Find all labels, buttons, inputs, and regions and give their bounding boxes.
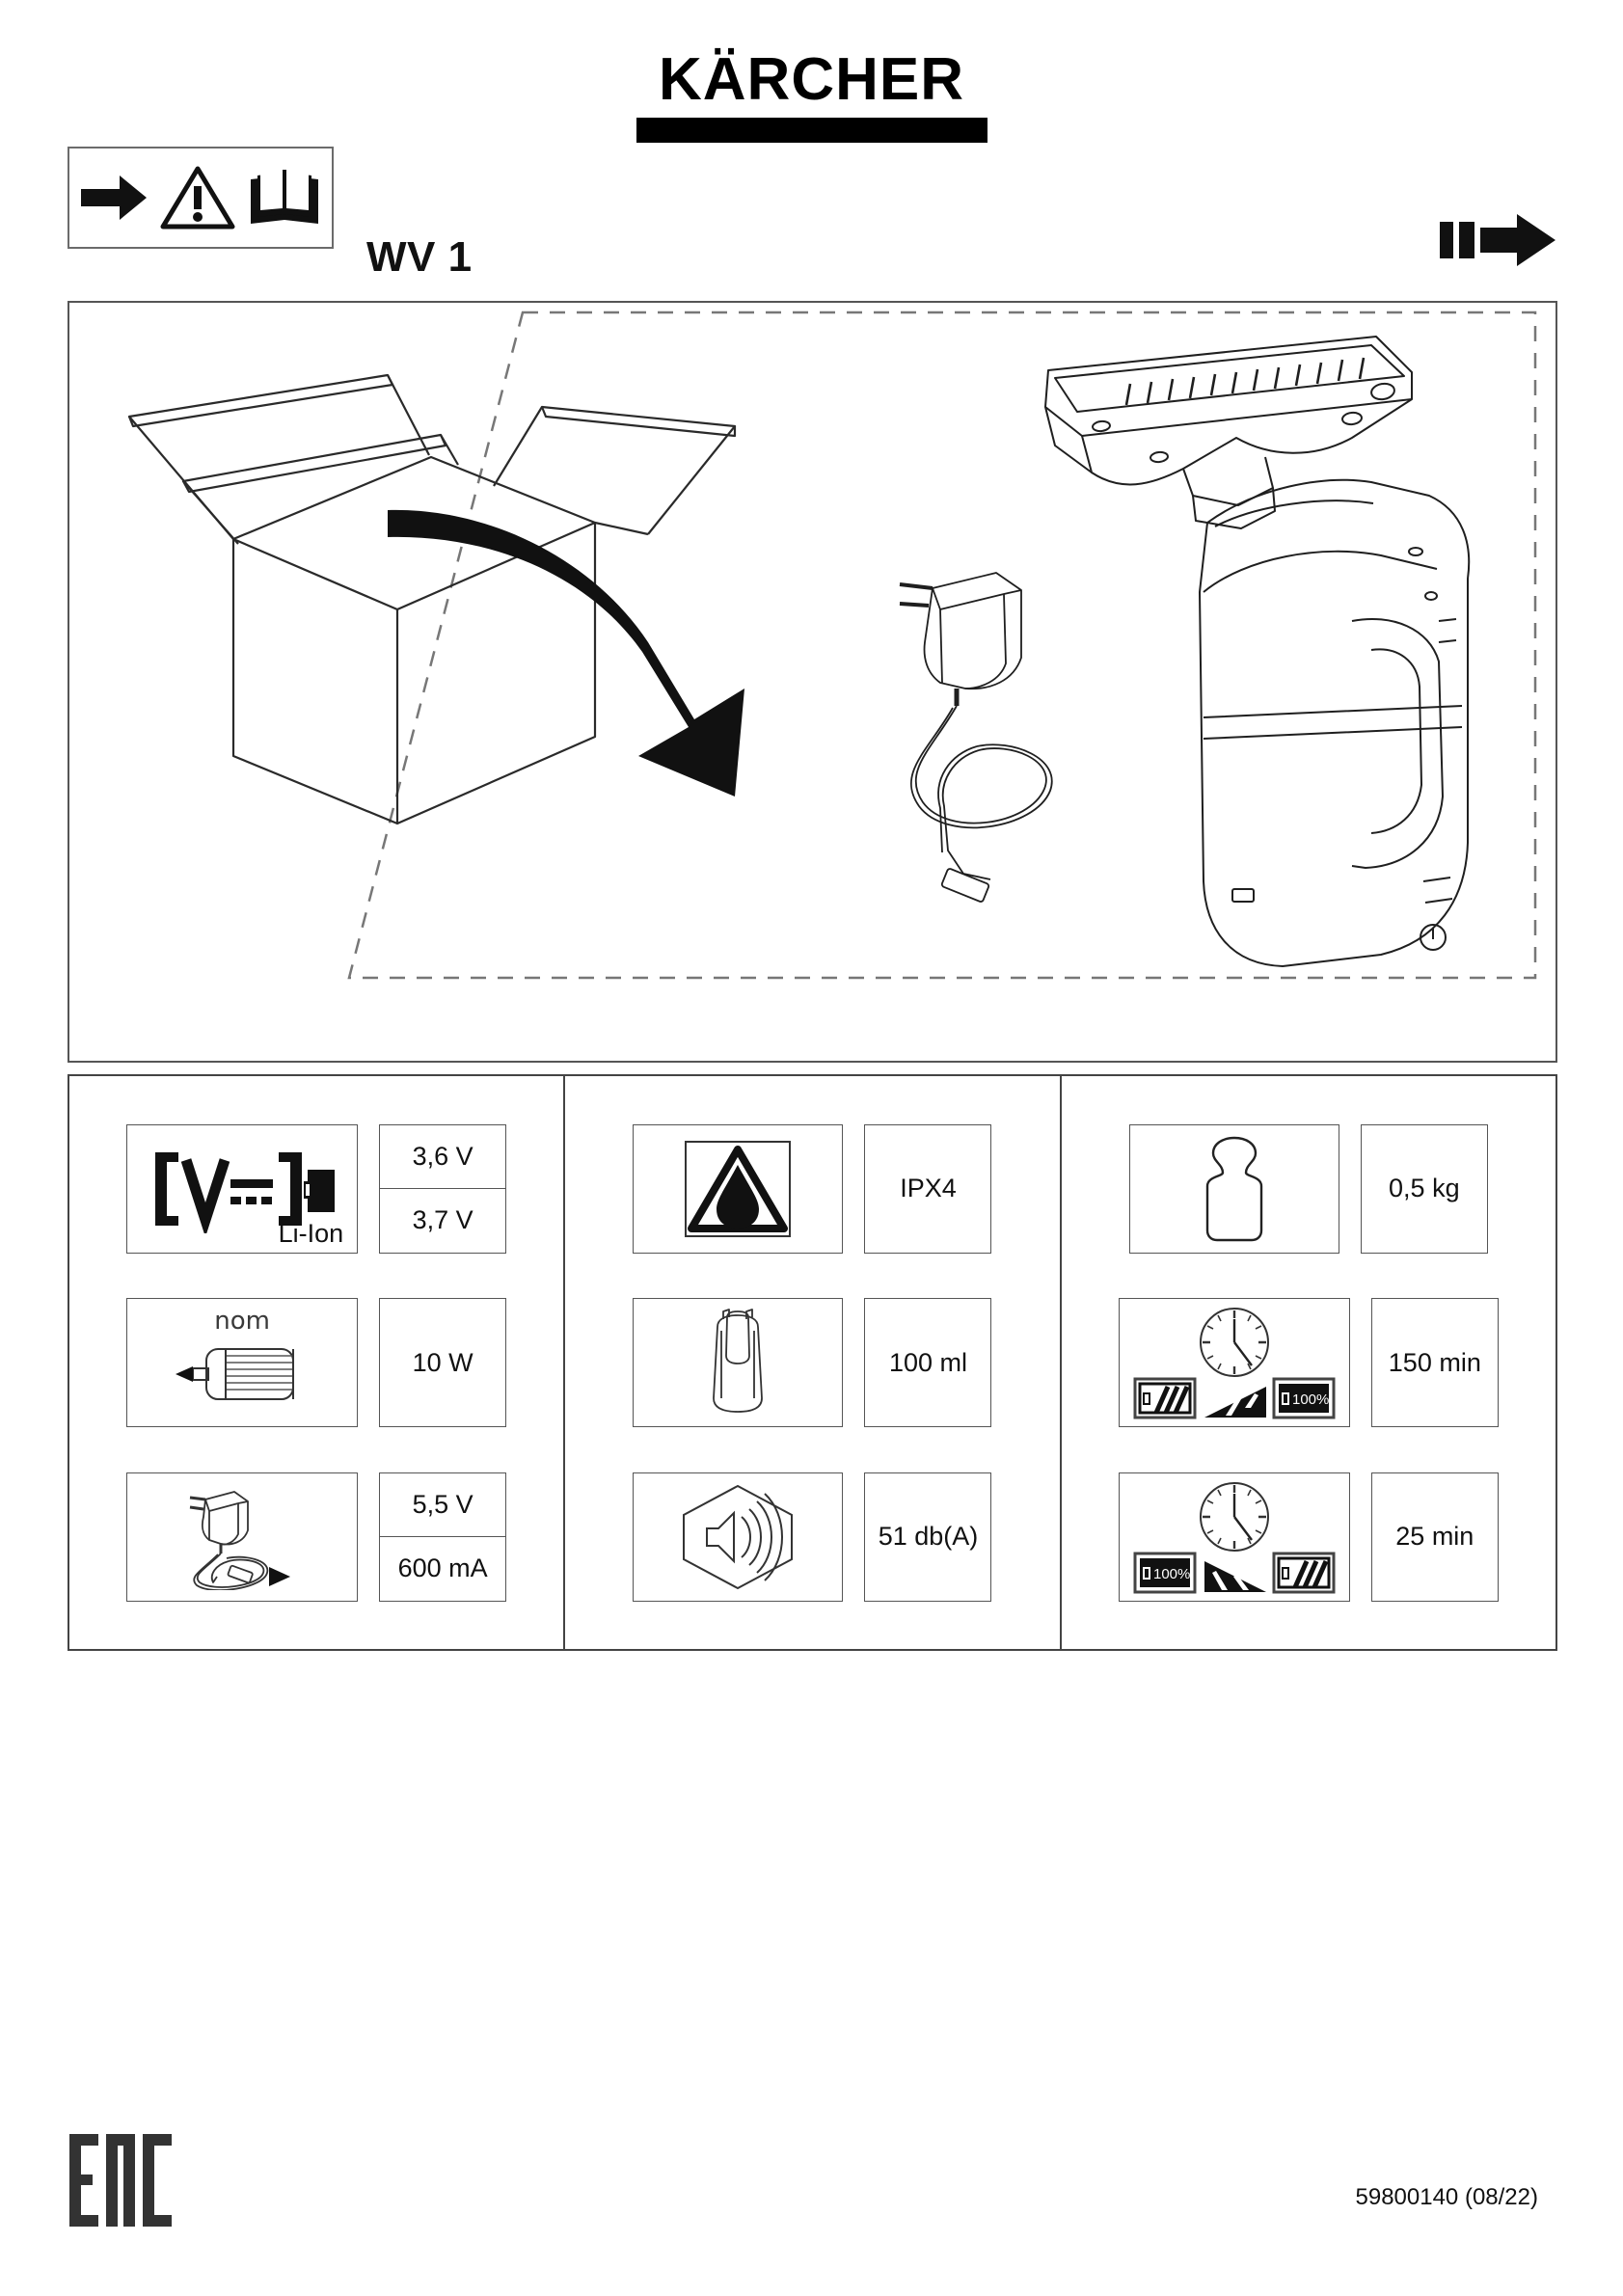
value-tank-capacity: 100 ml — [888, 1347, 967, 1377]
fast-forward-arrow-icon — [1440, 212, 1557, 270]
water-protection-values: IPX4 — [864, 1123, 992, 1254]
charger-icon — [899, 572, 1053, 903]
charging-time-values: 150 min — [1370, 1298, 1499, 1427]
value-charger-current: 600 mA — [380, 1536, 506, 1601]
spec-row-tank-capacity: 100 ml — [575, 1285, 1049, 1440]
weight-values: 0,5 kg — [1360, 1123, 1488, 1254]
curved-arrow-icon — [388, 509, 744, 797]
brand-name: KÄRCHER — [659, 46, 964, 113]
spec-column-power: Li-Ion 3,6 V 3,7 V nom — [69, 1076, 563, 1649]
spec-row-runtime: 100% — [1071, 1460, 1546, 1614]
battery-empty-icon — [1133, 1377, 1197, 1419]
dashed-contents-region — [347, 311, 1537, 980]
charge-ramp-icon — [1204, 1387, 1266, 1418]
runtime-values: 25 min — [1370, 1472, 1499, 1602]
motor-nominal-power-icon: nom — [126, 1298, 359, 1427]
eac-conformity-mark — [69, 2134, 174, 2227]
value-charging-time: 150 min — [1388, 1347, 1481, 1377]
tank-capacity-icon — [633, 1298, 844, 1427]
water-protection-icon — [633, 1123, 844, 1254]
value-battery-voltage: 3,7 V — [380, 1188, 506, 1253]
value-ip-rating: IPX4 — [900, 1174, 957, 1202]
unpacking-illustration-panel — [68, 301, 1557, 1063]
spec-row-charger-output: 5,5 V 600 mA — [79, 1460, 554, 1614]
spec-row-weight: 0,5 kg — [1071, 1112, 1546, 1266]
nominal-power-values: 10 W — [379, 1298, 507, 1427]
nominal-power-label: nom — [214, 1307, 271, 1336]
warning-triangle-icon — [160, 165, 235, 230]
battery-voltage-icon: Li-Ion — [126, 1123, 359, 1254]
weight-icon — [1128, 1123, 1339, 1254]
read-manual-warning-box — [68, 147, 334, 249]
battery-percent-label: 100% — [1153, 1566, 1190, 1582]
arrow-right-icon — [79, 173, 149, 223]
spec-row-charging-time: 100% 150 min — [1071, 1285, 1546, 1440]
battery-empty-icon — [1272, 1552, 1336, 1593]
charger-output-values: 5,5 V 600 mA — [379, 1472, 507, 1602]
value-charger-voltage: 5,5 V — [412, 1489, 473, 1519]
spec-column-protection: IPX4 100 ml — [563, 1076, 1059, 1649]
spec-row-sound-level: 51 db(A) — [575, 1460, 1049, 1614]
brand-underbar — [636, 118, 987, 143]
spec-row-water-protection: IPX4 — [575, 1112, 1049, 1266]
sound-level-icon — [633, 1472, 844, 1602]
tank-capacity-values: 100 ml — [864, 1298, 992, 1427]
battery-percent-label: 100% — [1292, 1391, 1329, 1408]
charger-output-icon — [126, 1472, 359, 1602]
clock-icon — [1199, 1481, 1269, 1552]
battery-full-icon: 100% — [1272, 1377, 1336, 1419]
window-vac-device-icon — [1199, 478, 1471, 967]
value-nominal-power: 10 W — [412, 1347, 473, 1377]
discharge-ramp-icon — [1204, 1560, 1266, 1592]
battery-full-icon: 100% — [1133, 1552, 1197, 1593]
document-number: 59800140 (08/22) — [1355, 2184, 1539, 2210]
sound-level-values: 51 db(A) — [864, 1472, 992, 1602]
charging-time-icon: 100% — [1118, 1298, 1350, 1427]
spec-row-nominal-power: nom 10 W — [79, 1285, 554, 1440]
clock-icon — [1199, 1308, 1269, 1377]
value-weight: 0,5 kg — [1389, 1174, 1460, 1202]
spec-row-battery-voltage: Li-Ion 3,6 V 3,7 V — [79, 1112, 554, 1266]
value-nominal-voltage: 3,6 V — [412, 1141, 473, 1171]
specifications-table: Li-Ion 3,6 V 3,7 V nom — [68, 1074, 1557, 1651]
model-name: WV 1 — [366, 233, 473, 281]
battery-type-label: Li-Ion — [278, 1218, 344, 1248]
suction-nozzle-icon — [1044, 336, 1413, 529]
spec-column-weight-time: 0,5 kg — [1059, 1076, 1555, 1649]
battery-voltage-values: 3,6 V 3,7 V — [379, 1123, 507, 1254]
value-sound-level: 51 db(A) — [878, 1522, 979, 1551]
runtime-icon: 100% — [1118, 1472, 1350, 1602]
value-runtime: 25 min — [1395, 1522, 1474, 1551]
brand-logo: KÄRCHER — [0, 50, 1623, 143]
open-book-icon — [247, 164, 322, 231]
